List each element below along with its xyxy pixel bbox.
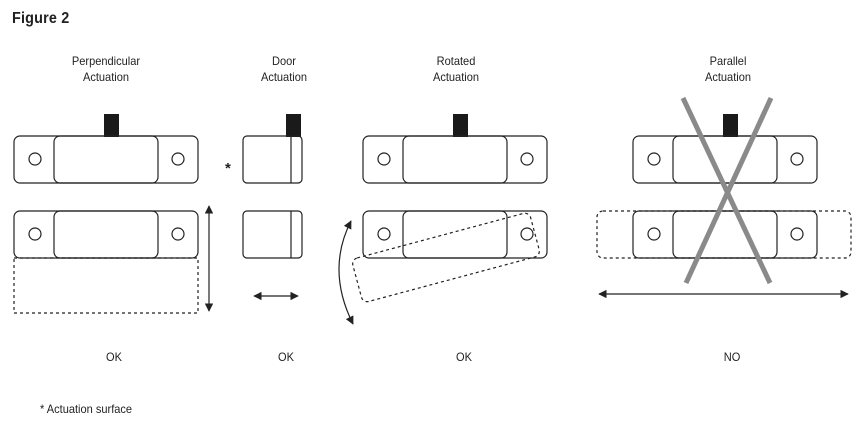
switch-magnet-bottom xyxy=(632,210,818,259)
curved-double-arrow xyxy=(338,220,354,325)
switch-magnet-bottom xyxy=(362,210,548,259)
parallel-movement-outline xyxy=(596,210,852,259)
parallel-panel xyxy=(596,96,852,299)
verdict-door: OK xyxy=(278,350,294,364)
verdict-perpendicular: OK xyxy=(106,350,122,364)
verdict-rotated: OK xyxy=(456,350,472,364)
no-cross-mark xyxy=(680,96,774,285)
cable xyxy=(104,114,119,137)
cable xyxy=(453,114,468,137)
rotated-movement-outline xyxy=(352,212,540,303)
heading-rotated-line1: Rotated xyxy=(436,54,476,68)
footnote: * Actuation surface xyxy=(40,402,133,416)
door-magnet-bottom xyxy=(242,210,303,259)
actuation-surface-marker: * xyxy=(225,160,231,177)
verdict-parallel: NO xyxy=(723,350,741,364)
heading-perpendicular-line1: Perpendicular xyxy=(71,54,141,68)
cable xyxy=(723,114,738,137)
switch-magnet-bottom xyxy=(13,210,199,259)
figure-title: Figure 2 xyxy=(12,10,70,27)
heading-door: Door Actuation xyxy=(210,53,357,85)
perpendicular-panel xyxy=(13,114,214,314)
switch-magnet-top xyxy=(13,135,199,184)
heading-parallel: Parallel Actuation xyxy=(654,53,801,85)
heading-rotated: Rotated Actuation xyxy=(382,53,529,85)
door-switch-top xyxy=(242,135,303,184)
heading-perpendicular: Perpendicular Actuation xyxy=(32,53,179,85)
door-panel xyxy=(242,114,303,301)
switch-magnet-top xyxy=(362,135,548,184)
heading-door-line1: Door xyxy=(272,54,296,68)
heading-door-line2: Actuation xyxy=(260,70,308,84)
cable xyxy=(286,114,301,137)
heading-perpendicular-line2: Actuation xyxy=(82,70,130,84)
heading-parallel-line1: Parallel xyxy=(709,54,747,68)
heading-parallel-line2: Actuation xyxy=(704,70,752,84)
rotated-panel xyxy=(338,114,548,325)
movement-outline xyxy=(13,257,199,314)
switch-magnet-top xyxy=(632,135,818,184)
heading-rotated-line2: Actuation xyxy=(432,70,480,84)
